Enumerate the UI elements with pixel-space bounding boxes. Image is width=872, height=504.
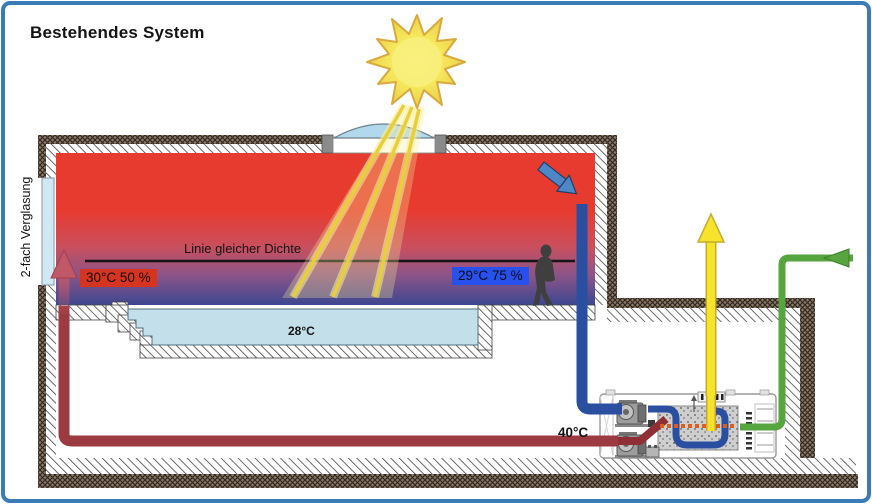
ahu-exhaust-duct bbox=[648, 405, 729, 449]
sun-icon bbox=[366, 14, 466, 109]
hall-roof-inner-right bbox=[446, 144, 617, 153]
exhaust-outlet-arrow-icon bbox=[696, 212, 726, 243]
ahu-fan-top bbox=[615, 400, 649, 427]
hall-roof-outer-right bbox=[446, 135, 617, 144]
left-wall-inner-top bbox=[46, 144, 56, 178]
hall-roof-outer-left bbox=[38, 135, 322, 144]
ahu-return-duct bbox=[616, 415, 669, 445]
skylight-curb-post-right bbox=[434, 134, 447, 154]
sun-rays bbox=[282, 102, 426, 300]
hall-right-wall-outer bbox=[607, 135, 617, 308]
skylight-curb-post-left bbox=[321, 134, 334, 154]
fresh-air-pipe bbox=[740, 254, 853, 431]
pipes bbox=[50, 161, 853, 447]
warm-air-arrow-icon bbox=[50, 248, 78, 314]
hall-right-wall-inner bbox=[595, 144, 607, 305]
pool-temp-label: 28°C bbox=[288, 324, 315, 338]
warm-air-label: 30°C 50 % bbox=[80, 269, 157, 287]
exhaust-pipe-indoor bbox=[576, 204, 622, 415]
foundation-outer bbox=[38, 474, 858, 488]
left-wall-inner-bottom bbox=[46, 285, 56, 474]
ahu-valve bbox=[648, 420, 655, 427]
person-silhouette bbox=[533, 244, 555, 306]
pool bbox=[105, 301, 493, 359]
ahu-control-box bbox=[645, 446, 660, 458]
pool-basin-right-wall bbox=[477, 304, 493, 351]
density-line-label: Linie gleicher Dichte bbox=[184, 241, 302, 256]
ahu-unit bbox=[599, 389, 777, 459]
left-wall-outer-top bbox=[38, 135, 46, 178]
hall-roof-inner-left bbox=[38, 144, 322, 153]
foundation-inner bbox=[46, 458, 856, 474]
page-title: Bestehendes System bbox=[30, 23, 205, 42]
pool-basin-bottom bbox=[139, 344, 493, 359]
building-shell bbox=[38, 134, 858, 488]
return-water-pipe bbox=[58, 306, 618, 447]
left-wall-outer-bottom bbox=[38, 285, 46, 474]
pool-water bbox=[127, 308, 479, 346]
right-wall-outer bbox=[800, 298, 815, 474]
glazing-label: 2-fach Verglasung bbox=[19, 176, 33, 278]
return-temp-label: 40°C bbox=[558, 425, 589, 440]
fresh-air-arrow-icon bbox=[822, 248, 850, 268]
exhaust-intake-arrow-icon bbox=[537, 161, 578, 195]
glazing-panel bbox=[41, 177, 55, 286]
cool-air-label: 29°C 75 % bbox=[452, 267, 529, 285]
right-wall-inner bbox=[785, 308, 800, 458]
